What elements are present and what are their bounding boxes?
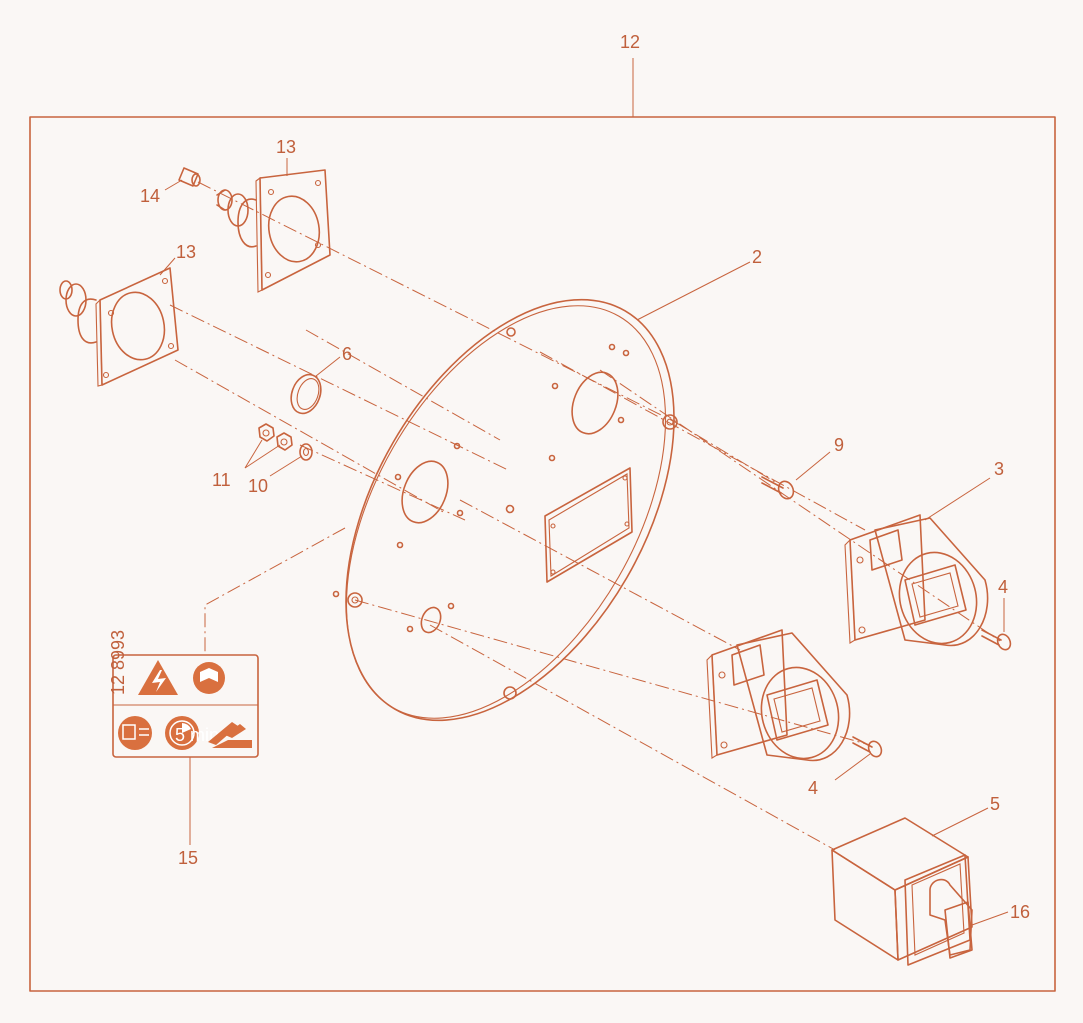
leader-11 xyxy=(244,439,281,469)
leader-6 xyxy=(315,356,341,377)
callout-15: 15 xyxy=(178,848,198,868)
callout-16: 16 xyxy=(1010,902,1030,922)
callout-13b: 13 xyxy=(176,242,196,262)
callout-5: 5 xyxy=(990,794,1000,814)
leader-13b xyxy=(159,257,176,276)
leader-9 xyxy=(795,451,831,481)
label-code: 12 8993 xyxy=(108,630,128,695)
screw-4-lower xyxy=(852,736,883,758)
callout-10: 10 xyxy=(248,476,268,496)
callout-4a: 4 xyxy=(998,577,1008,597)
callout-6: 6 xyxy=(342,344,352,364)
pinch-hazard-icon xyxy=(208,722,252,748)
callout-2: 2 xyxy=(752,247,762,267)
washer xyxy=(299,443,313,461)
callout-11: 11 xyxy=(212,470,231,490)
leader-4b xyxy=(834,753,871,781)
leader-10 xyxy=(269,455,303,477)
leader-14 xyxy=(164,179,183,191)
warning-label: 12 8993 5 min xyxy=(108,630,259,758)
callout-13a: 13 xyxy=(276,137,296,157)
o-ring xyxy=(290,373,322,415)
screw-4-upper xyxy=(981,629,1012,651)
callout-9: 9 xyxy=(834,435,844,455)
socket-lower xyxy=(706,629,851,762)
flange-connector-lower xyxy=(59,267,179,387)
callout-4b: 4 xyxy=(808,778,818,798)
assembly-frame xyxy=(29,116,1056,992)
pin xyxy=(178,167,201,187)
alignment-lines xyxy=(169,181,1001,851)
leader-2 xyxy=(636,261,751,321)
flange-connector-upper xyxy=(216,169,331,293)
callout-12: 12 xyxy=(620,32,640,52)
leader-5 xyxy=(931,807,989,837)
callout-3: 3 xyxy=(994,459,1004,479)
socket-upper xyxy=(844,514,989,647)
hex-nuts xyxy=(258,423,293,451)
mounting-plate xyxy=(332,298,678,722)
timer-text: 5 min xyxy=(175,725,219,745)
callout-14: 14 xyxy=(140,186,160,206)
switch-box xyxy=(831,817,973,966)
leader-16 xyxy=(971,911,1009,926)
leader-3 xyxy=(924,477,991,521)
screw-9 xyxy=(761,476,795,500)
